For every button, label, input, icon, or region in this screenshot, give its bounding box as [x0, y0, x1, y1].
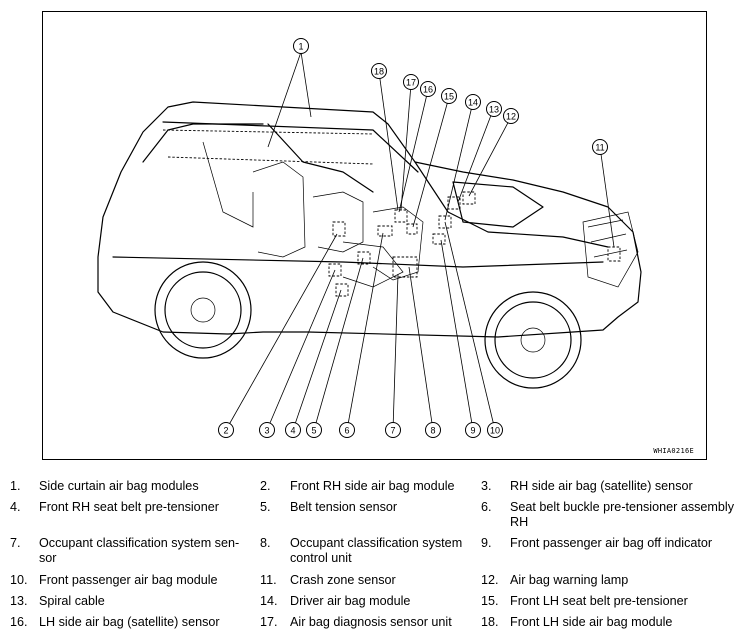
- callout-number: 4: [290, 426, 295, 436]
- callout-13: 13: [486, 101, 502, 117]
- callout-15: 15: [441, 88, 457, 104]
- callout-3: 3: [259, 422, 275, 438]
- callout-number: 11: [595, 143, 604, 153]
- callout-number: 3: [264, 426, 269, 436]
- callout-number: 6: [344, 426, 349, 436]
- vehicle-body: [97, 101, 642, 338]
- callout-4: 4: [285, 422, 301, 438]
- callout-10: 10: [487, 422, 503, 438]
- callout-number: 17: [406, 78, 416, 88]
- leader-lines: [225, 51, 615, 431]
- callout-number: 15: [444, 92, 454, 102]
- component-markers: [162, 129, 621, 297]
- callout-number: 13: [489, 105, 499, 115]
- callout-number: 14: [468, 98, 478, 108]
- callout-5: 5: [306, 422, 322, 438]
- callout-number: 9: [470, 426, 475, 436]
- callout-17: 17: [403, 74, 419, 90]
- front-wheel: [484, 291, 582, 389]
- callout-number: 1: [298, 42, 303, 52]
- figure-code: WHIA0216E: [653, 447, 694, 455]
- callout-number: 2: [223, 426, 228, 436]
- callout-number: 12: [506, 112, 516, 122]
- rear-wheel: [154, 261, 252, 359]
- callout-8: 8: [425, 422, 441, 438]
- callout-2: 2: [218, 422, 234, 438]
- legend: 1. Side curtain air bag modules 2. Front…: [10, 479, 735, 629]
- callout-14: 14: [465, 94, 481, 110]
- callout-number: 5: [311, 426, 316, 436]
- callout-16: 16: [420, 81, 436, 97]
- callout-number: 7: [390, 426, 395, 436]
- callout-number: 8: [430, 426, 435, 436]
- callout-1: 1: [293, 38, 309, 54]
- callout-18: 18: [371, 63, 387, 79]
- callout-number: 16: [423, 85, 433, 95]
- callout-12: 12: [503, 108, 519, 124]
- callout-6: 6: [339, 422, 355, 438]
- callout-9: 9: [465, 422, 481, 438]
- callout-number: 18: [374, 67, 384, 77]
- callout-number: 10: [490, 426, 500, 436]
- callout-7: 7: [385, 422, 401, 438]
- callout-11: 11: [592, 139, 608, 155]
